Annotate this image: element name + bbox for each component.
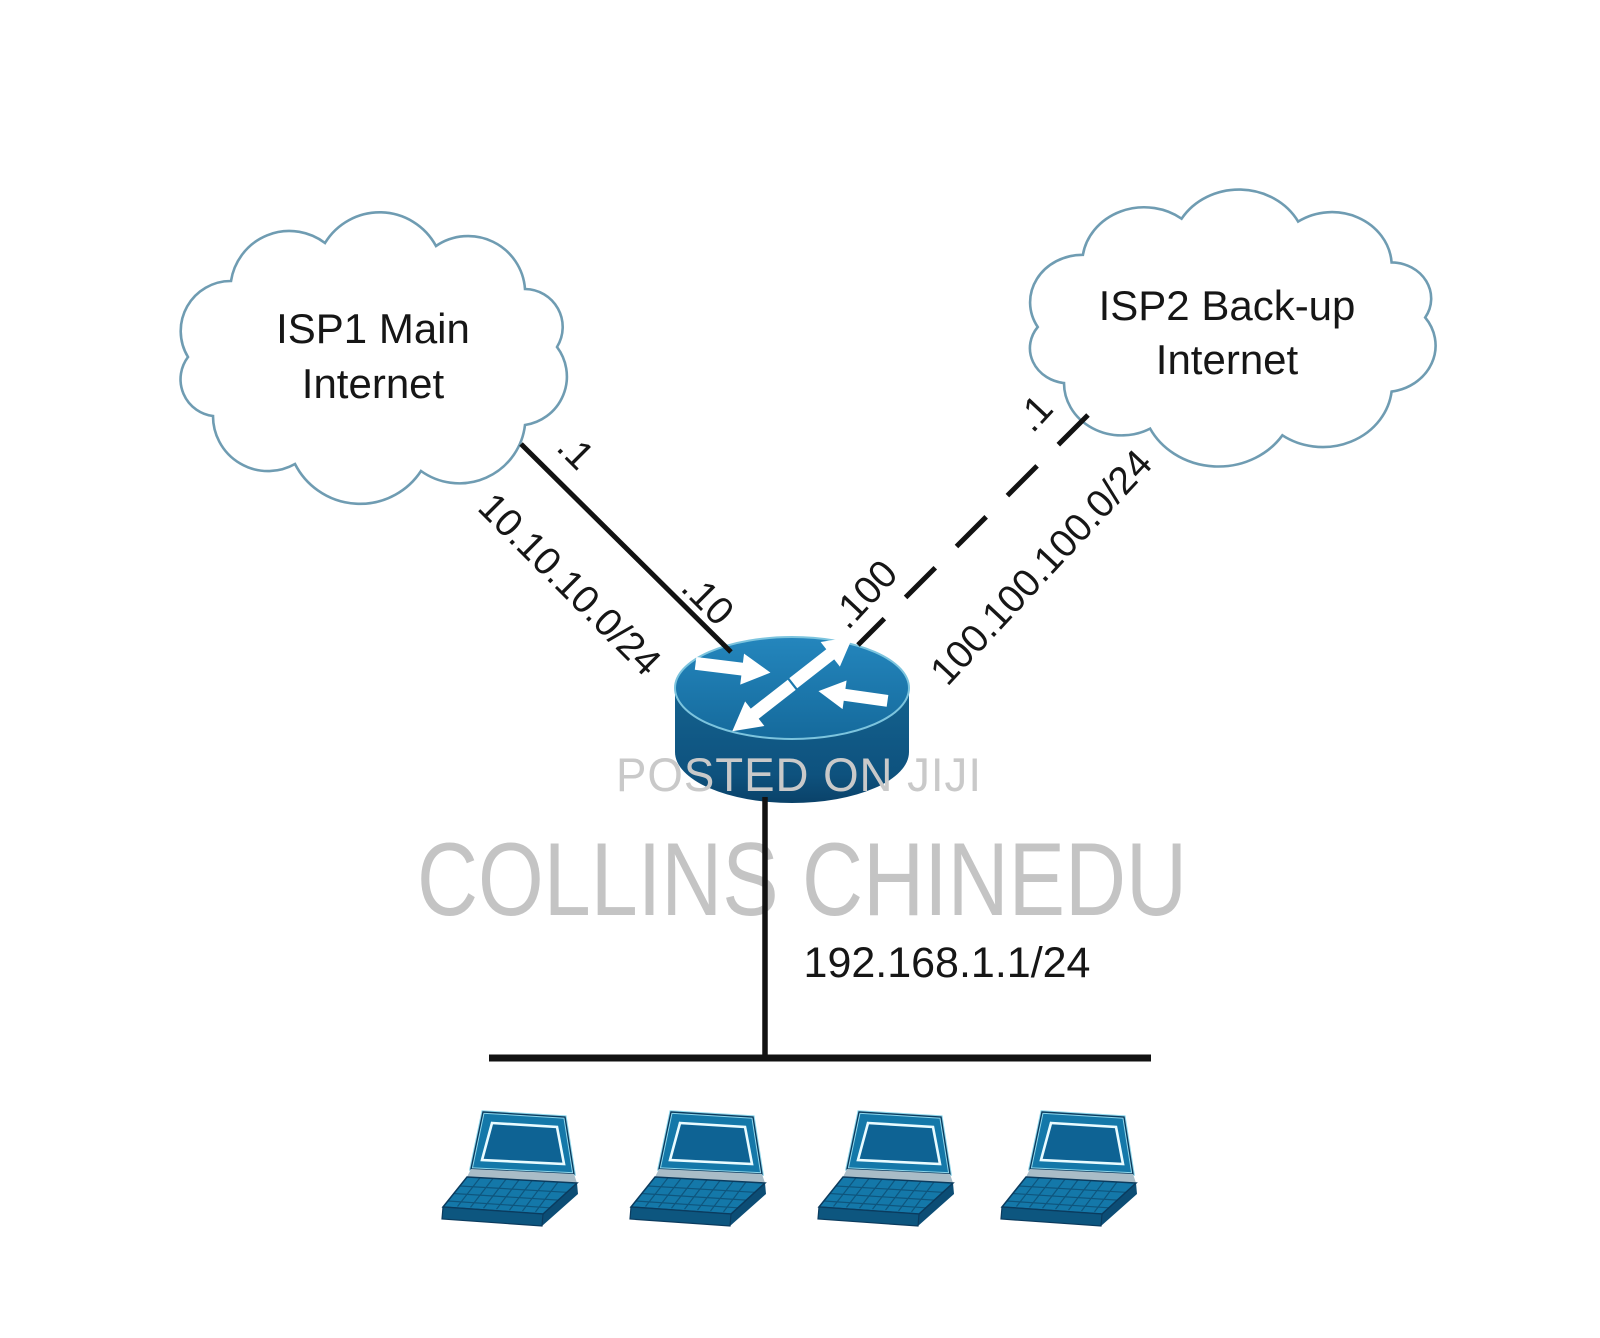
workstation-laptop-icon: [816, 1110, 956, 1228]
isp1-cloud-label-line1: ISP1 Main: [276, 305, 470, 352]
isp2-link-line: [856, 413, 1090, 647]
watermark-posted-on-jiji: POSTED ON JIJI: [616, 748, 982, 801]
watermark-collins-chinedu: COLLINS CHINEDU: [417, 822, 1187, 938]
lan-gateway-label: 192.168.1.1/24: [804, 939, 1091, 987]
isp2-cloud-label-line1: ISP2 Back-up: [1099, 282, 1356, 329]
isp1-subnet-label: 10.10.10.0/24: [470, 485, 669, 684]
workstation-laptop-icon: [628, 1110, 768, 1228]
isp1-cloud-label-line2: Internet: [302, 360, 445, 407]
isp1-link-router-ip-label: .10: [673, 565, 742, 634]
isp1-cloud: ISP1 Main Internet: [179, 211, 569, 506]
isp2-link-router-ip-label: .100: [823, 552, 906, 637]
isp1-cloud-shape: [179, 211, 569, 506]
isp2-link-cloud-ip-label: .1: [1008, 387, 1062, 440]
isp1-link-line: [519, 442, 733, 654]
isp2-cloud-label-line2: Internet: [1156, 336, 1299, 383]
router-icon: [674, 624, 910, 803]
workstation-laptop-icon: [440, 1110, 580, 1228]
lan-workstations: [440, 1110, 1139, 1228]
isp2-subnet-label: 100.100.100.0/24: [922, 442, 1161, 693]
workstation-laptop-icon: [999, 1110, 1139, 1228]
isp1-link-cloud-ip-label: .1: [549, 425, 602, 478]
isp2-cloud: ISP2 Back-up Internet: [1028, 188, 1437, 468]
